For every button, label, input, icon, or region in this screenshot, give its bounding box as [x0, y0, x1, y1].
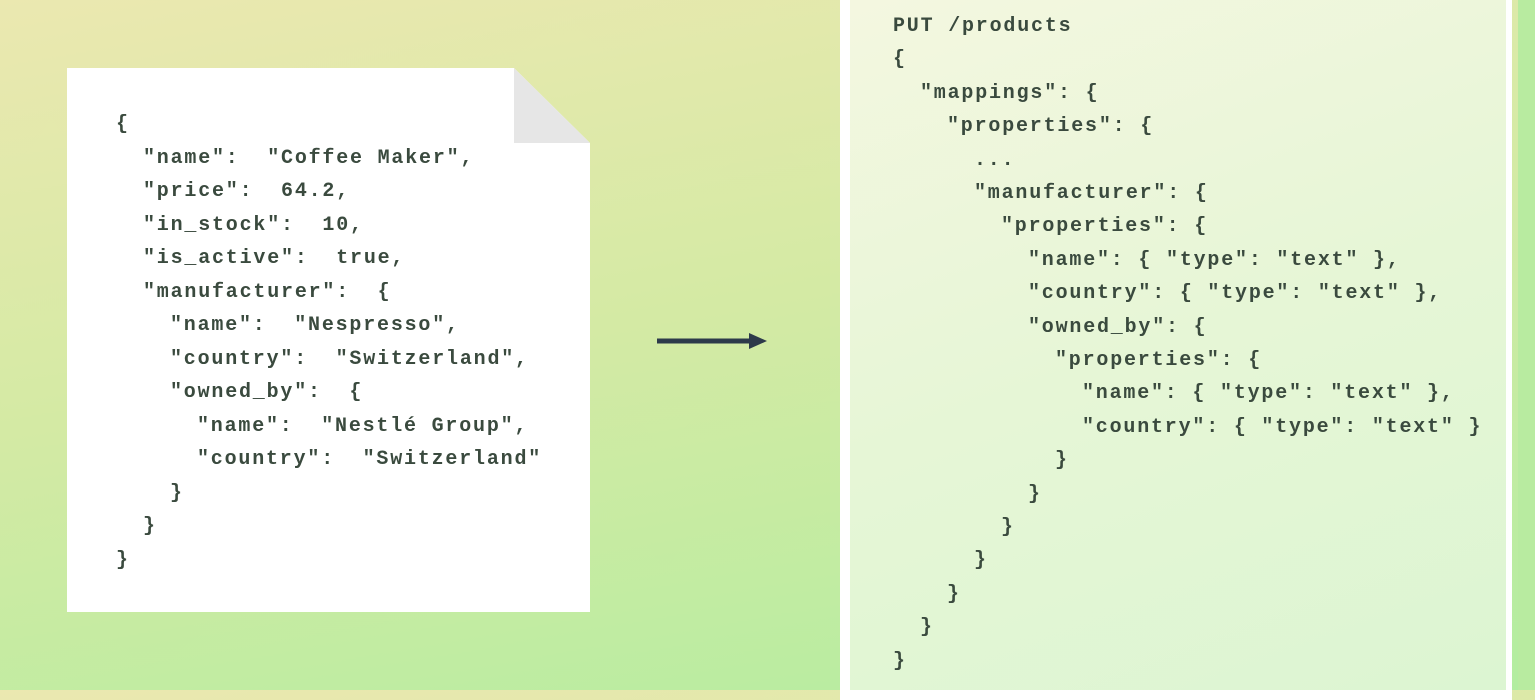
json-document-page	[67, 68, 590, 612]
document-code-line: "name": "Coffee Maker",	[143, 146, 475, 170]
document-code-line: "in_stock": 10,	[143, 213, 364, 237]
mapping-code-line: }	[1001, 516, 1015, 539]
document-code-line: "name": "Nestlé Group",	[197, 414, 529, 438]
mapping-code-line: PUT /products	[893, 15, 1073, 38]
mapping-code-line: {	[893, 48, 907, 72]
mapping-code-line: "owned_by": {	[1028, 315, 1208, 339]
mapping-code-line: "manufacturer": {	[974, 182, 1209, 205]
document-code-line: "name": "Nespresso",	[170, 314, 460, 337]
edge-strip	[1518, 0, 1535, 690]
document-code-line: "manufacturer": {	[143, 280, 392, 304]
document-code-line: "price": 64.2,	[143, 180, 351, 203]
mapping-code-line: }	[893, 649, 907, 673]
mapping-code-line: "country": { "type": "text" },	[1028, 282, 1443, 306]
mapping-code-line: "country": { "type": "text" }	[1082, 415, 1483, 439]
mapping-code-line: }	[1028, 482, 1042, 506]
document-code-line: }	[170, 481, 184, 505]
document-code-line: }	[116, 548, 130, 572]
mapping-code-line: }	[920, 616, 934, 640]
mapping-code-line: }	[1055, 449, 1069, 473]
mapping-code-line: }	[974, 549, 988, 573]
document-code-line: "is_active": true,	[143, 247, 406, 270]
document-code-line: "owned_by": {	[170, 381, 364, 404]
document-code-line: {	[116, 113, 130, 136]
mapping-code-line: "mappings": {	[920, 81, 1100, 105]
mapping-panel-body	[850, 0, 1506, 690]
mapping-code-line: }	[947, 582, 961, 606]
document-code-line: "country": "Switzerland"	[197, 448, 543, 471]
document-code-line: }	[143, 515, 157, 538]
document-code-line: "country": "Switzerland",	[170, 347, 529, 371]
mapping-code-line: "name": { "type": "text" },	[1082, 382, 1455, 406]
mapping-code-line: "name": { "type": "text" },	[1028, 248, 1401, 272]
mapping-code-line: "properties": {	[947, 115, 1155, 139]
mapping-code-line: "properties": {	[1055, 349, 1263, 372]
mapping-code-line: ...	[974, 148, 1016, 172]
right-arrow-icon	[657, 333, 767, 349]
mapping-code-line: "properties": {	[1001, 215, 1209, 239]
page-fold-corner	[514, 68, 590, 143]
